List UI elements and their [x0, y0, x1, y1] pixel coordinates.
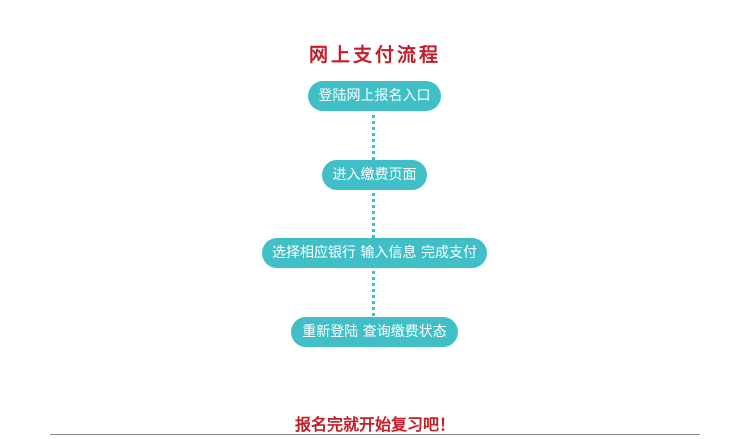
footer-message: 报名完就开始复习吧！ — [294, 415, 455, 434]
flow-connector-line — [372, 108, 375, 328]
step-select-bank-pay: 选择相应银行 输入信息 完成支付 — [262, 238, 487, 268]
step-enter-payment-page: 进入缴费页面 — [322, 160, 427, 190]
step-login-entry: 登陆网上报名入口 — [308, 81, 441, 111]
step-check-payment-status: 重新登陆 查询缴费状态 — [291, 317, 458, 347]
footer-divider — [50, 434, 700, 435]
page-title: 网上支付流程 — [308, 44, 441, 66]
